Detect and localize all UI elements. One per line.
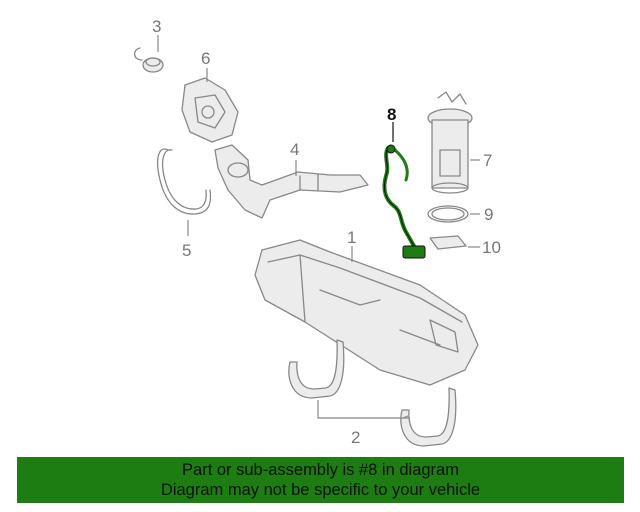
part-info-banner: Part or sub-assembly is #8 in diagram Di… xyxy=(17,457,624,503)
part-5-vent-hose[interactable] xyxy=(157,148,212,215)
part-8-fuel-level-sensor[interactable] xyxy=(382,144,426,259)
callout-4: 4 xyxy=(290,140,299,159)
callout-10: 10 xyxy=(482,238,501,257)
parts-diagram: 3 6 5 4 7 9 10 xyxy=(133,17,501,447)
part-3-fuel-cap[interactable] xyxy=(133,47,164,73)
banner-line-1: Part or sub-assembly is #8 in diagram xyxy=(182,461,459,479)
part-7-fuel-pump-module[interactable] xyxy=(427,91,473,194)
callout-3: 3 xyxy=(152,17,161,36)
banner-line-2: Diagram may not be specific to your vehi… xyxy=(160,481,481,499)
part-9-seal-ring[interactable] xyxy=(427,205,469,223)
callout-6: 6 xyxy=(201,49,210,68)
part-6-filler-housing[interactable] xyxy=(181,77,239,143)
part-4-filler-pipe[interactable] xyxy=(214,144,369,219)
callout-8: 8 xyxy=(387,105,396,124)
part-2-tank-straps[interactable] xyxy=(288,339,457,447)
callout-7: 7 xyxy=(483,151,492,170)
callout-1: 1 xyxy=(347,228,356,247)
callout-9: 9 xyxy=(484,205,493,224)
part-10-sender-pad[interactable] xyxy=(429,235,467,250)
callout-2: 2 xyxy=(351,428,360,447)
part-1-fuel-tank[interactable] xyxy=(254,239,479,386)
callout-5: 5 xyxy=(182,241,191,260)
